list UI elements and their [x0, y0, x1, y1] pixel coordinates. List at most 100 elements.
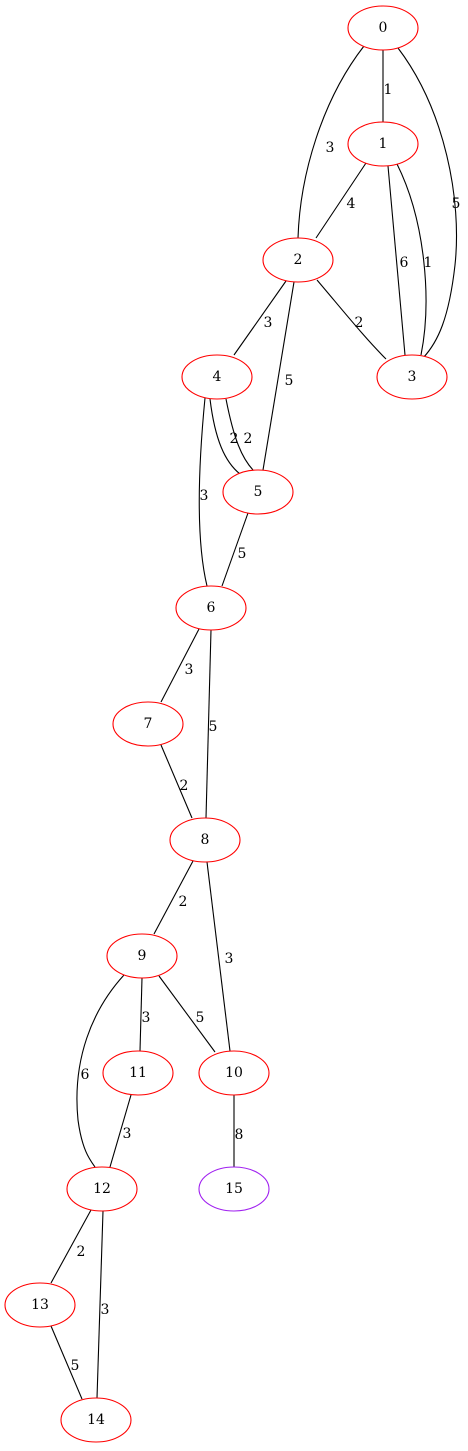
edge-10-15: 8 [233, 1095, 244, 1167]
node-7: 7 [112, 701, 184, 747]
node-ellipse [376, 354, 448, 400]
edge-weight-label: 3 [264, 315, 273, 331]
edge-weight-label: 6 [81, 1067, 90, 1083]
node-label: 10 [225, 1065, 243, 1081]
edge-line [109, 1094, 132, 1168]
edge-0-3: 5 [397, 47, 461, 359]
edge-0-2: 3 [297, 45, 365, 239]
edge-weight-label: 8 [235, 1127, 244, 1143]
edge-weight-label: 1 [384, 82, 393, 98]
edge-line [297, 45, 365, 239]
edge-weight-label: 5 [285, 373, 294, 389]
node-ellipse [4, 1282, 76, 1328]
edge-line [50, 1325, 83, 1400]
edge-9-11: 3 [139, 977, 150, 1052]
edge-7-8: 2 [160, 744, 193, 819]
edge-weight-label: 3 [200, 488, 209, 504]
edge-line [233, 280, 287, 356]
edge-line [209, 398, 241, 475]
edge-line [206, 861, 231, 1052]
edge-2-3: 2 [316, 279, 387, 360]
edge-weight-label: 3 [185, 662, 194, 678]
edge-line [316, 279, 387, 360]
edge-8-9: 2 [153, 860, 194, 935]
edge-line [160, 744, 193, 819]
node-ellipse [181, 354, 253, 400]
edge-weight-label: 5 [209, 719, 218, 735]
node-ellipse [60, 1397, 132, 1443]
node-15: 15 [198, 1166, 270, 1212]
edge-2-5: 5 [262, 281, 295, 471]
edge-weight-label: 5 [71, 1358, 80, 1374]
node-label: 7 [144, 716, 153, 732]
node-label: 8 [201, 832, 210, 848]
edge-weight-label: 5 [452, 196, 461, 212]
edge-line [158, 975, 216, 1053]
node-label: 12 [93, 1181, 111, 1197]
node-2: 2 [262, 237, 334, 283]
edge-12-13: 2 [50, 1209, 92, 1284]
node-label: 0 [379, 20, 388, 36]
node-ellipse [198, 1050, 270, 1096]
node-0: 0 [347, 5, 419, 51]
node-6: 6 [175, 585, 247, 631]
node-5: 5 [222, 469, 294, 515]
node-3: 3 [376, 354, 448, 400]
node-label: 13 [31, 1297, 49, 1313]
node-ellipse [66, 1166, 138, 1212]
edge-9-12: 6 [76, 974, 125, 1168]
node-label: 14 [87, 1412, 105, 1428]
edge-weight-label: 6 [400, 255, 409, 271]
node-label: 15 [225, 1181, 243, 1197]
edge-weight-label: 2 [230, 431, 239, 447]
edge-line [315, 162, 367, 239]
edge-line [153, 860, 194, 935]
edge-line [221, 512, 249, 587]
node-ellipse [112, 701, 184, 747]
edge-line [387, 165, 406, 356]
edge-weight-label: 2 [355, 315, 364, 331]
edge-line [96, 1210, 104, 1399]
edge-weight-label: 3 [123, 1126, 132, 1142]
edge-weight-label: 2 [179, 894, 188, 910]
node-9: 9 [106, 933, 178, 979]
edge-6-8: 5 [205, 629, 218, 819]
node-label: 11 [129, 1065, 147, 1081]
edge-4-5: 2 [225, 398, 254, 471]
edge-weight-label: 3 [101, 1302, 110, 1318]
edge-weight-label: 4 [347, 196, 356, 212]
node-label: 4 [213, 369, 222, 385]
edge-line [262, 281, 295, 471]
node-ellipse [222, 469, 294, 515]
edge-line [160, 628, 200, 703]
node-ellipse [169, 817, 241, 863]
edge-line [198, 397, 208, 587]
edge-1-2: 4 [315, 162, 367, 239]
edge-weight-label: 2 [244, 431, 253, 447]
edge-13-14: 5 [50, 1325, 83, 1400]
edge-6-7: 3 [160, 628, 200, 703]
edge-9-10: 5 [158, 975, 216, 1053]
node-label: 6 [207, 600, 216, 616]
node-14: 14 [60, 1397, 132, 1443]
node-ellipse [198, 1166, 270, 1212]
node-13: 13 [4, 1282, 76, 1328]
node-ellipse [102, 1050, 174, 1096]
node-ellipse [175, 585, 247, 631]
edge-1-3: 1 [396, 163, 432, 356]
edge-11-12: 3 [109, 1094, 132, 1168]
edge-8-10: 3 [206, 861, 234, 1052]
node-1: 1 [347, 121, 419, 167]
edge-2-4: 3 [233, 280, 287, 356]
edge-line [396, 163, 427, 356]
node-label: 3 [408, 369, 417, 385]
edge-4-6: 3 [198, 397, 209, 587]
edge-line [225, 398, 254, 471]
edge-weight-label: 3 [225, 951, 234, 967]
edge-line [50, 1209, 92, 1284]
edge-line [397, 47, 458, 359]
edge-5-6: 5 [221, 512, 249, 587]
edge-weight-label: 3 [326, 140, 335, 156]
